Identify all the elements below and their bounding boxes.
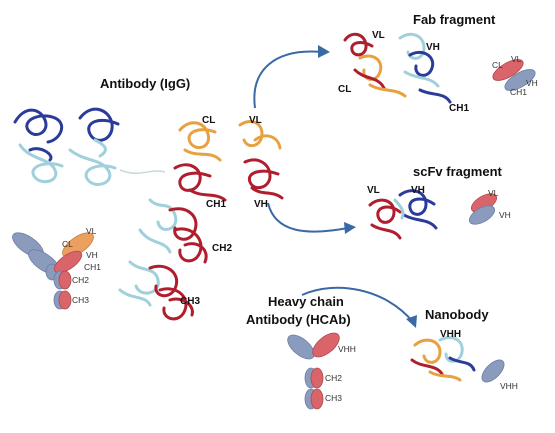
fab-structure-vh-label: VH <box>426 42 440 53</box>
arrow-to-scfv <box>267 202 356 234</box>
igg-schematic <box>12 232 94 310</box>
igg-hinge-linker <box>119 169 166 174</box>
scfv-schematic-vh-label: VH <box>499 210 511 220</box>
fab-schematic-vl-label: VL <box>511 54 522 64</box>
fab-title: Fab fragment <box>413 12 496 27</box>
igg-structure-vl-label: VL <box>249 115 262 126</box>
nanobody-structure <box>410 336 476 382</box>
fab-structure-ch1-label: CH1 <box>449 103 469 114</box>
scfv-schematic-vl-label: VL <box>488 188 499 198</box>
scfv-structure <box>368 189 438 240</box>
nanobody-structure-vhh-label: VHH <box>440 329 461 340</box>
hcab-schematic <box>287 332 340 410</box>
fab-schematic-ch1-label: CH1 <box>510 87 527 97</box>
hcab-title-line1: Heavy chain <box>268 294 344 309</box>
scfv-structure-vh-label: VH <box>411 185 425 196</box>
igg-structure-ch3-label: CH3 <box>180 296 200 307</box>
igg-schematic-ch1-label: CH1 <box>84 262 101 272</box>
scfv-schematic <box>468 193 498 225</box>
fab-structure-vl-label: VL <box>372 30 385 41</box>
igg-schematic-cl-label: CL <box>62 239 73 249</box>
arrow-to-fab <box>253 45 330 109</box>
igg-schematic-vl-label: VL <box>86 226 97 236</box>
igg-structure-cl-label: CL <box>202 115 215 126</box>
fab-structure-cl-label: CL <box>338 84 351 95</box>
hcab-schematic-ch2-label: CH2 <box>325 373 342 383</box>
nanobody-schematic-vhh-label: VHH <box>500 381 518 391</box>
igg-structure-ch1-label: CH1 <box>206 199 226 210</box>
fab-schematic-vh-label: VH <box>526 78 538 88</box>
scfv-title: scFv fragment <box>413 164 503 179</box>
nanobody-schematic <box>481 359 505 383</box>
fab-structure <box>343 32 452 104</box>
fab-schematic <box>492 59 536 91</box>
arrow-to-nanobody <box>301 286 417 328</box>
hcab-schematic-vhh-label: VHH <box>338 344 356 354</box>
igg-title: Antibody (IgG) <box>100 76 190 91</box>
igg-schematic-vh-label: VH <box>86 250 98 260</box>
hcab-schematic-ch3-label: CH3 <box>325 393 342 403</box>
igg-schematic-ch2-label: CH2 <box>72 275 89 285</box>
igg-fc-structure <box>118 198 208 321</box>
nanobody-title: Nanobody <box>425 307 489 322</box>
igg-right-fab-structure <box>173 120 284 202</box>
scfv-structure-vl-label: VL <box>367 185 380 196</box>
igg-structure-vh-label: VH <box>254 199 268 210</box>
igg-schematic-ch3-label: CH3 <box>72 295 89 305</box>
hcab-title-line2: Antibody (HCAb) <box>246 312 351 327</box>
fab-schematic-cl-label: CL <box>492 60 503 70</box>
igg-left-fab-structure <box>13 107 120 186</box>
igg-structure-ch2-label: CH2 <box>212 243 232 254</box>
